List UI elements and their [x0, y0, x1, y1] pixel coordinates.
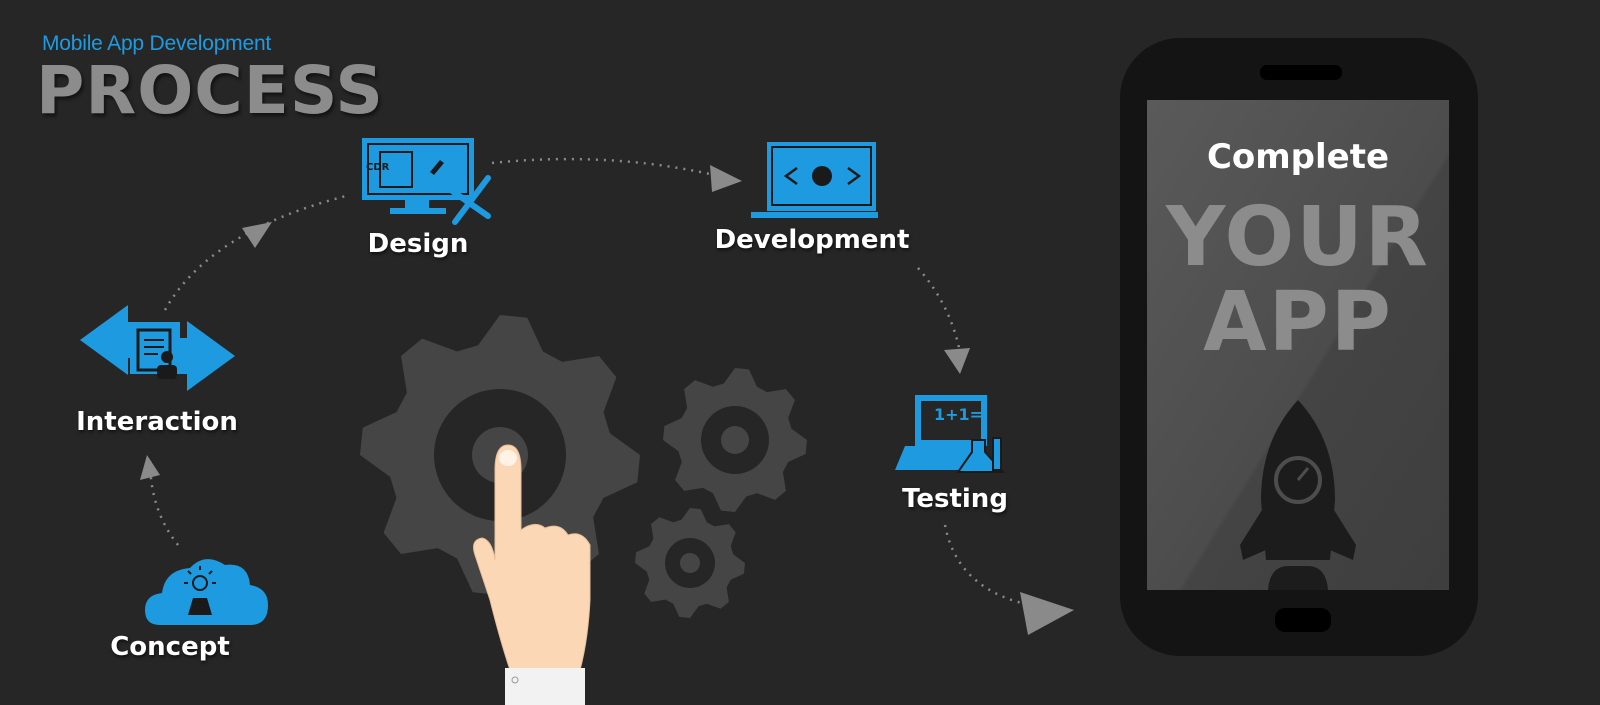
phone-home-button [1275, 608, 1331, 632]
arrow-icon [710, 165, 742, 192]
monitor-design-tools-icon [362, 138, 491, 225]
rocket-icon [1240, 400, 1356, 590]
laptop-code-globe-icon [751, 142, 878, 218]
step-label-design: Design [367, 229, 469, 259]
design-icon-text: CDR [366, 162, 390, 173]
arrow-icon [242, 222, 272, 248]
gear-icon [635, 508, 745, 618]
step-label-interaction: Interaction [76, 407, 238, 437]
arrow-icon [140, 455, 160, 480]
step-label-development: Development [714, 225, 910, 255]
gear-icon [663, 368, 807, 512]
flow-design-development [491, 157, 736, 182]
flow-interaction-design [163, 193, 351, 311]
cloud-lightbulb-icon [145, 559, 268, 625]
phone-text-complete: Complete [1206, 137, 1390, 177]
arrow-icon [944, 348, 970, 374]
testing-icon-text: 1+1= [934, 405, 984, 424]
phone-speaker [1260, 65, 1342, 80]
step-label-concept: Concept [110, 632, 230, 662]
header-title: PROCESS [36, 52, 384, 129]
arrow-icon [1020, 592, 1074, 635]
header-subtitle: Mobile App Development [42, 32, 272, 55]
phone-text-app: APP [1203, 275, 1393, 370]
phone-text-your: YOUR [1166, 190, 1430, 285]
flow-testing-phone [943, 524, 1071, 612]
laptop-flask-icon [895, 395, 1006, 473]
arrows-document-user-icon [80, 305, 235, 391]
step-label-testing: Testing [902, 484, 1008, 514]
hand-pointer-icon [473, 444, 591, 705]
